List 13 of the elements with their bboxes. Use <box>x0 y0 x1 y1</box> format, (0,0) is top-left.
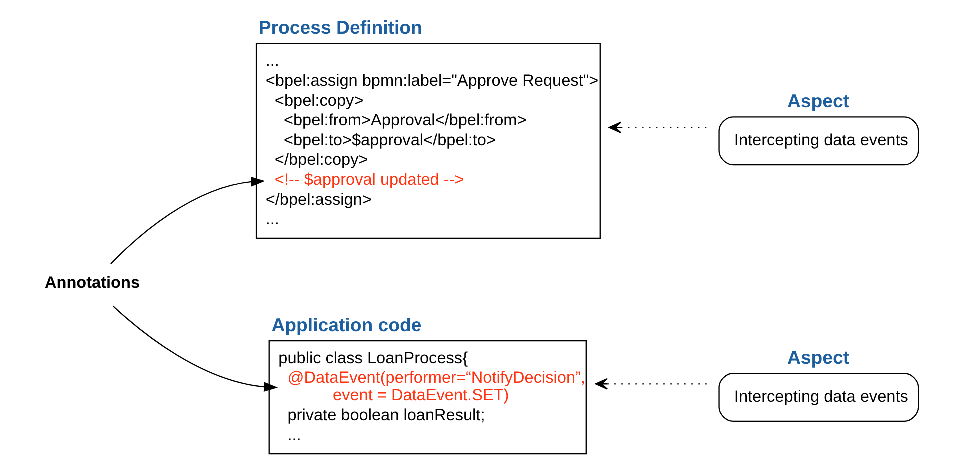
arrow <box>112 306 278 392</box>
node-box: ... <bpel:assign bpmn:label="Approve Request"> <bpel:copy> <bpel:from>Approval</bpel:from> <bpel:to>$approval</bpel:to> </bpel:copy> <!-- $approval updated --> </bpel:assign> ... <box>256 43 601 239</box>
node-text: Annotations <box>44 274 140 292</box>
arrow <box>595 378 710 390</box>
node-box: Intercepting data events <box>718 116 920 166</box>
arrow <box>110 177 266 264</box>
node-box: Intercepting data events <box>718 373 920 422</box>
node-label: Aspect <box>787 347 850 368</box>
node-label: Aspect <box>787 90 850 112</box>
node-label: Process Definition <box>258 17 422 38</box>
arrow <box>608 122 710 134</box>
node-box: public class LoanProcess{ @DataEvent(performer=“NotifyDecision”, event = DataEvent.SET) private boolean loanResult; ... <box>268 340 587 455</box>
node-label: Application code <box>272 314 422 336</box>
